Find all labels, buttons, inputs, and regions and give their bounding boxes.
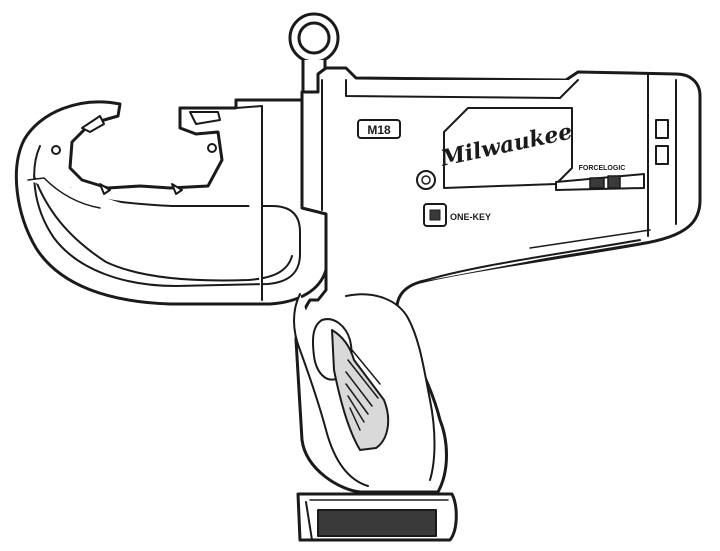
status-led-icon: [416, 170, 436, 190]
battery-pack: [296, 492, 458, 542]
logo-plate: [443, 107, 573, 189]
onekey-icon: [423, 203, 447, 227]
side-switch: [655, 119, 669, 165]
hang-ring-icon: [288, 12, 340, 94]
onekey-label: ONE-KEY: [450, 212, 491, 222]
forcelogic-indicator: [555, 173, 645, 191]
forcelogic-label: FORCELOGIC: [579, 165, 626, 172]
crimp-head: [14, 98, 328, 306]
handle: [293, 293, 436, 487]
m18-badge-label: M18: [367, 123, 391, 137]
m18-badge: M18: [357, 119, 401, 139]
